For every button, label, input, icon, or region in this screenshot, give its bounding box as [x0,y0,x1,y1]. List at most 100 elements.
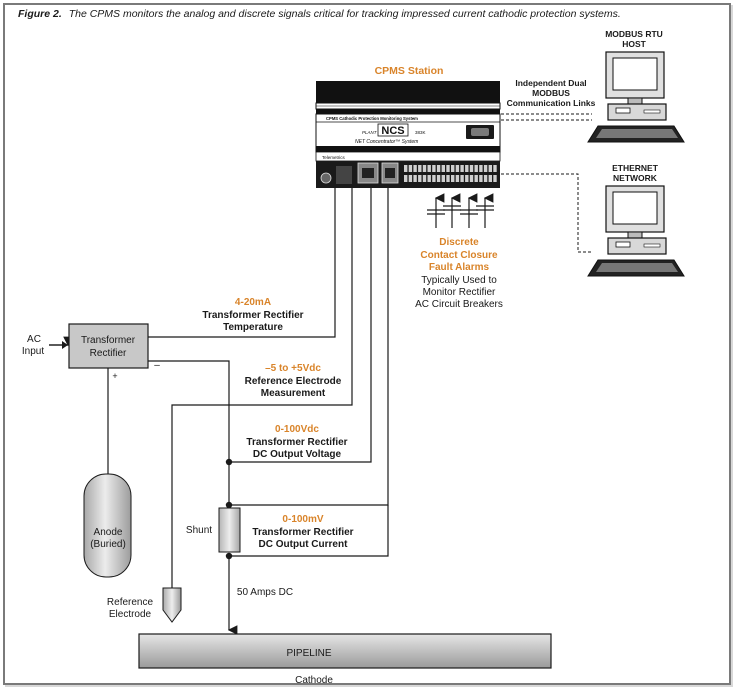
terminal-slot [413,165,417,172]
terminal-slot [404,175,408,182]
terminal-slot [488,165,492,172]
terminal-slot [408,165,413,172]
terminal-slot [413,175,417,182]
junction-dot [225,552,233,560]
wire-current-bottom [229,505,389,557]
terminal-slot [436,165,441,172]
signal3-line1: Transformer Rectifier [246,437,347,448]
signal-voltage-label: 0-100Vdc Transformer Rectifier DC Output… [246,424,347,460]
terminal-slot [427,165,431,172]
computer2-label-line1: ETHERNET [612,163,659,173]
terminal-slot [474,165,478,172]
terminal-slot [451,175,455,182]
terminal-slot [460,175,464,182]
discrete-line2: Contact Closure [420,250,498,261]
terminal-slot [465,165,469,172]
signal4-line2: DC Output Current [259,539,349,550]
junction-dot [225,458,233,466]
cpms-station-unit: CPMS Cathodic Protection Monitoring Syst… [315,81,501,188]
terminal-slot [418,175,422,182]
computer1-label-line2: HOST [622,39,646,49]
station-brand: Telemetrics [322,155,346,160]
station-logo: NCS [381,125,404,137]
terminal-slot [460,165,464,172]
modbus-links-label: Independent Dual MODBUS Communication Li… [507,78,596,108]
terminal-slot [446,165,450,172]
terminal-slot [455,175,460,182]
station-band-text: CPMS Cathodic Protection Monitoring Syst… [326,116,418,121]
station-subtitle: NET Concentrator™ System [355,139,418,145]
terminal-slot [465,175,469,182]
junction-dot [225,501,233,509]
modbus-line3: Communication Links [507,98,596,108]
station-plant: PLANT [362,130,378,135]
ethernet-network-computer-icon [587,185,685,277]
signal1-line1: Transformer Rectifier [202,310,303,321]
power-knob-icon [320,172,332,184]
ethernet-link [501,173,592,253]
terminal-slot [432,175,436,182]
terminal-slot [479,175,483,182]
terminal-slot [474,175,478,182]
terminal-slot [408,175,413,182]
signal-reference-label: –5 to +5Vdc Reference Electrode Measurem… [245,363,342,399]
signal3-range: 0-100Vdc [275,424,319,435]
figure-frame [3,3,731,685]
shunt-label: Shunt [186,525,212,536]
terminal-slot [451,165,455,172]
computer2-label-line2: NETWORK [613,173,658,183]
terminal-slot [493,175,497,182]
cathode-label: Cathode [295,675,333,686]
modbus-host-computer-icon [587,51,685,143]
terminal-slot [441,165,445,172]
terminal-slot [479,165,483,172]
anode-line1: Anode [94,527,123,538]
terminal-slot [493,165,497,172]
signal4-line1: Transformer Rectifier [252,527,353,538]
terminal-slot [422,175,427,182]
discrete-line3: Fault Alarms [429,262,490,273]
station-title: CPMS Station [375,65,444,77]
terminal-slot [404,165,408,172]
pipeline-label: PIPELINE [286,648,331,659]
terminal-slot [436,175,441,182]
computer1-label-line1: MODBUS RTU [605,29,663,39]
terminal-slot [469,165,474,172]
signal2-line1: Reference Electrode [245,376,342,387]
terminal-slot [455,165,460,172]
transformer-plus: + [112,371,117,381]
terminal-slot [432,165,436,172]
ac-input-line2: Input [22,346,44,357]
shunt: Shunt [186,507,241,553]
signal-current-label: 0-100mV Transformer Rectifier DC Output … [252,514,353,550]
terminal-slot [441,175,445,182]
signal1-range: 4-20mA [235,297,271,308]
terminal-slot [469,175,474,182]
reference-electrode: Reference Electrode [107,587,182,623]
signal-4-20ma-label: 4-20mA Transformer Rectifier Temperature [202,297,303,333]
wire-reference-electrode [171,188,353,588]
reference-line1: Reference [107,597,154,608]
terminal-blocks [404,165,497,182]
discrete-line6: AC Circuit Breakers [415,299,503,310]
terminal-slot [483,175,488,182]
terminal-slot [488,175,492,182]
signal1-line2: Temperature [223,322,283,333]
reference-line2: Electrode [109,609,152,620]
terminal-slot [427,175,431,182]
terminal-slot [446,175,450,182]
caption-text: The CPMS monitors the analog and discret… [69,8,621,20]
signal4-range: 0-100mV [282,514,323,525]
modbus-line2: MODBUS [532,88,570,98]
terminal-slot [483,165,488,172]
ac-input-arrowhead [62,341,68,349]
signal3-line2: DC Output Voltage [253,449,342,460]
discrete-alarms-label: Discrete Contact Closure Fault Alarms Ty… [415,237,503,310]
serial-port-icon [471,128,489,136]
terminal-slot [418,165,422,172]
discrete-line4: Typically Used to [421,275,497,286]
anode: Anode (Buried) [83,473,132,578]
ac-input-line1: AC [27,334,41,345]
discrete-line1: Discrete [439,237,479,248]
modbus-line1: Independent Dual [515,78,586,88]
